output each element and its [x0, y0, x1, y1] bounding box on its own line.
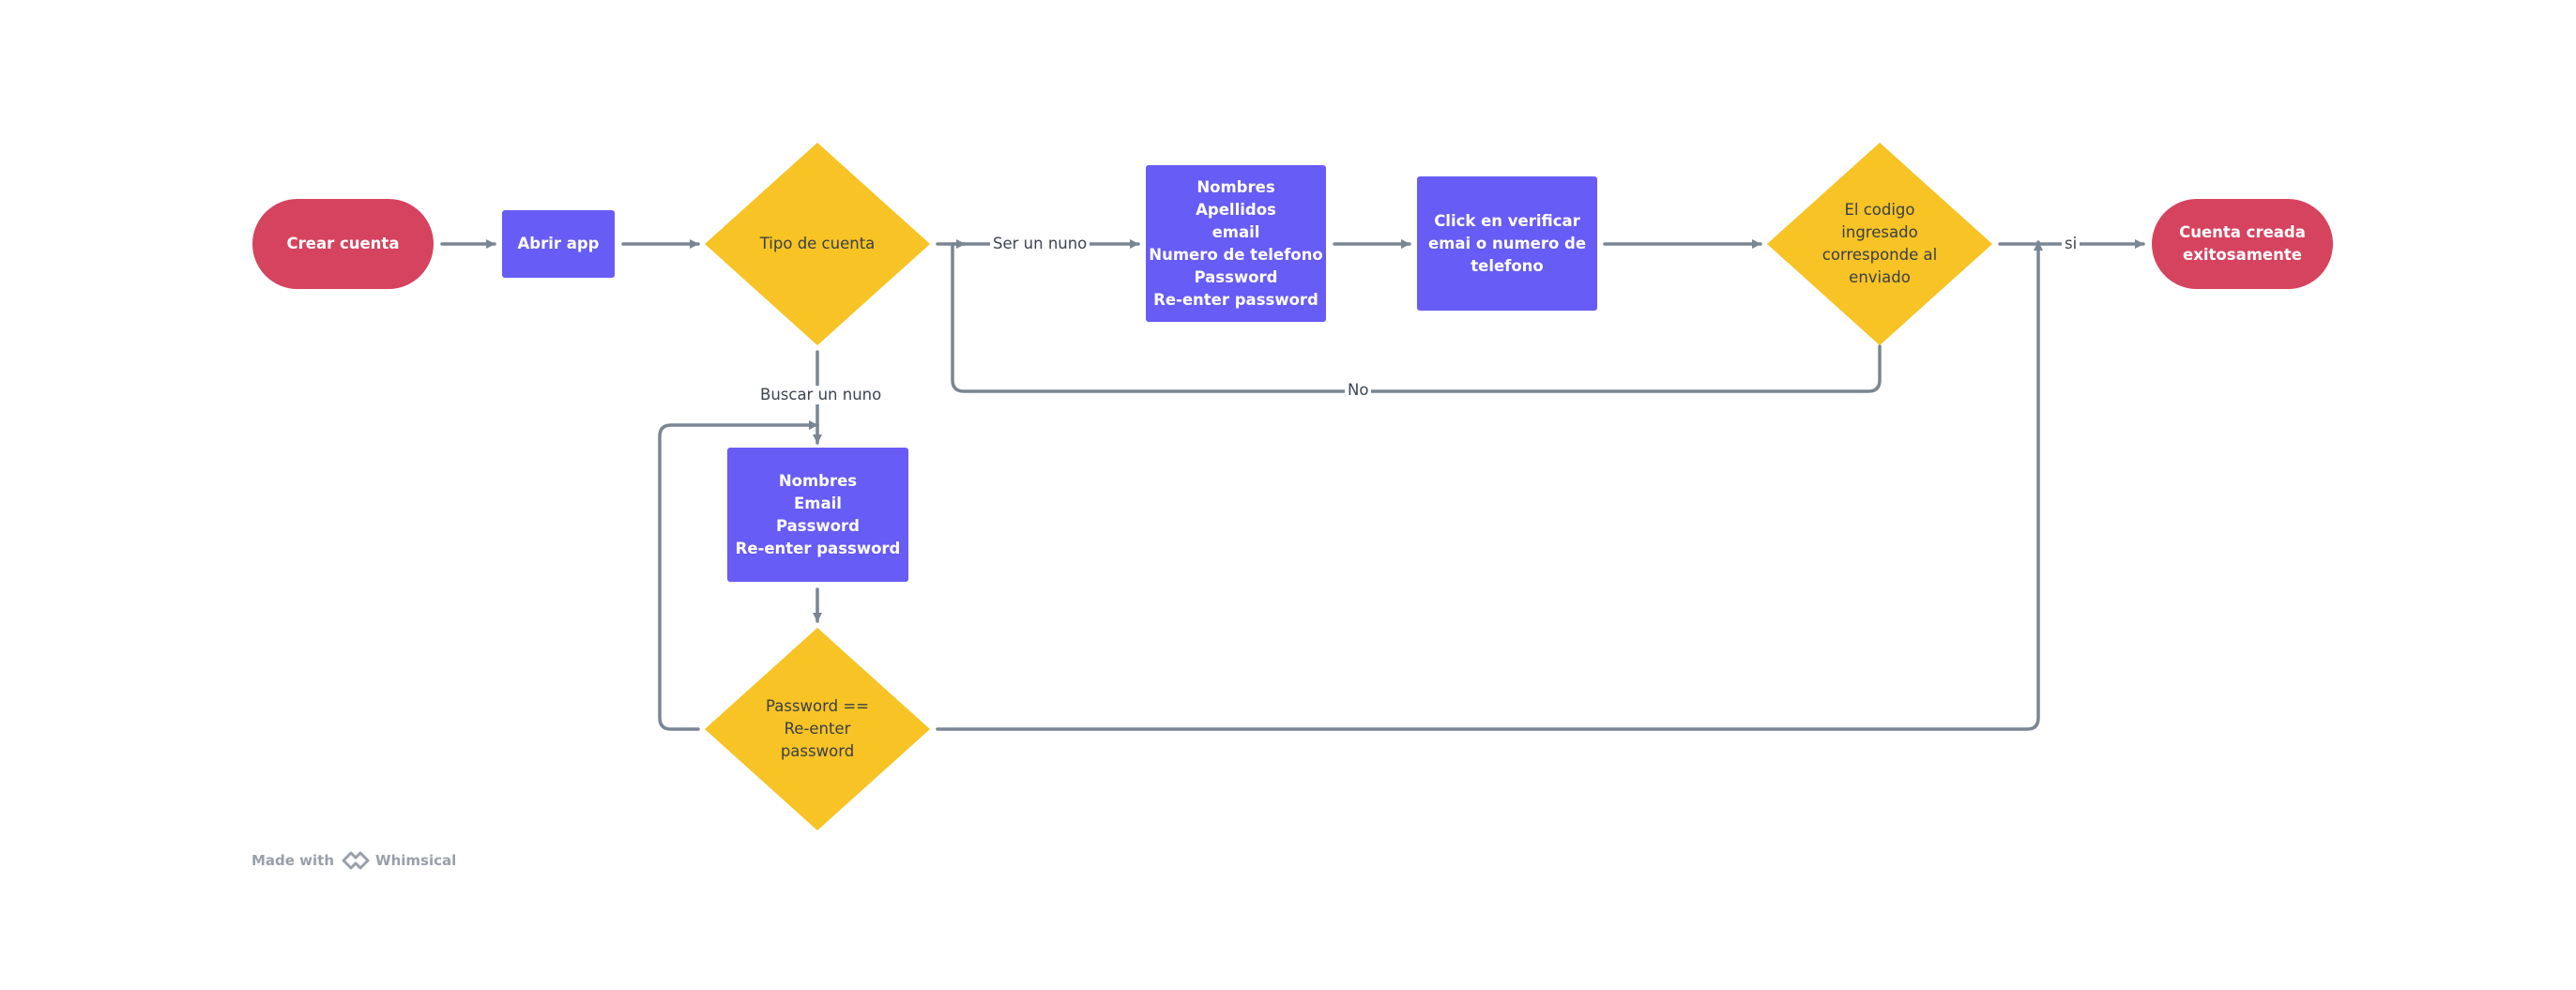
- edge-codigo-no-loop: [951, 239, 1882, 393]
- process-node-abrir-app[interactable]: Abrir app: [502, 210, 615, 278]
- node-label: Cuenta creada exitosamente: [2179, 223, 2306, 264]
- made-with-text: Made with: [252, 852, 335, 869]
- node-label: Click en verificar emai o numero de tele…: [1427, 211, 1587, 275]
- node-label: El codigo ingresado corresponde al envia…: [1821, 201, 1938, 286]
- node-label: Nombres Apellidos email Numero de telefo…: [1149, 177, 1323, 309]
- node-label: Tipo de cuenta: [759, 235, 876, 252]
- start-node-crear-cuenta[interactable]: Crear cuenta: [252, 199, 434, 289]
- process-node-form-buscar[interactable]: Nombres Email Password Re-enter password: [727, 448, 908, 582]
- edge-password-retry-loop: [658, 420, 819, 731]
- process-node-click-verificar[interactable]: Click en verificar emai o numero de tele…: [1417, 176, 1597, 311]
- edge-label-buscar-un-nuno: Buscar un nuno: [757, 386, 885, 404]
- decision-node-tipo-de-cuenta[interactable]: Tipo de cuenta: [705, 143, 930, 345]
- node-label: Abrir app: [517, 235, 600, 252]
- whimsical-logo-icon: [342, 851, 370, 870]
- node-label: Crear cuenta: [286, 235, 400, 252]
- end-node-cuenta-creada[interactable]: Cuenta creada exitosamente: [2152, 199, 2333, 289]
- node-label: Nombres Email Password Re-enter password: [735, 471, 901, 557]
- decision-node-password[interactable]: Password == Re-enter password: [705, 628, 930, 830]
- edge-label-no: No: [1345, 381, 1372, 400]
- edge-label-si: si: [2062, 235, 2081, 253]
- decision-node-codigo[interactable]: El codigo ingresado corresponde al envia…: [1767, 143, 1992, 345]
- process-node-form-nuno[interactable]: Nombres Apellidos email Numero de telefo…: [1146, 165, 1326, 322]
- diamond-shape: [705, 143, 930, 345]
- diamond-shape: [1767, 143, 1992, 345]
- whimsical-brand-text: Whimsical: [375, 852, 457, 869]
- edge-label-ser-un-nuno: Ser un nuno: [990, 235, 1090, 253]
- made-with-whimsical-watermark[interactable]: Made with Whimsical: [252, 850, 456, 871]
- diamond-shape: [705, 628, 930, 830]
- edge-password-ok-to-si: [936, 240, 2043, 731]
- node-label: Password == Re-enter password: [766, 697, 869, 760]
